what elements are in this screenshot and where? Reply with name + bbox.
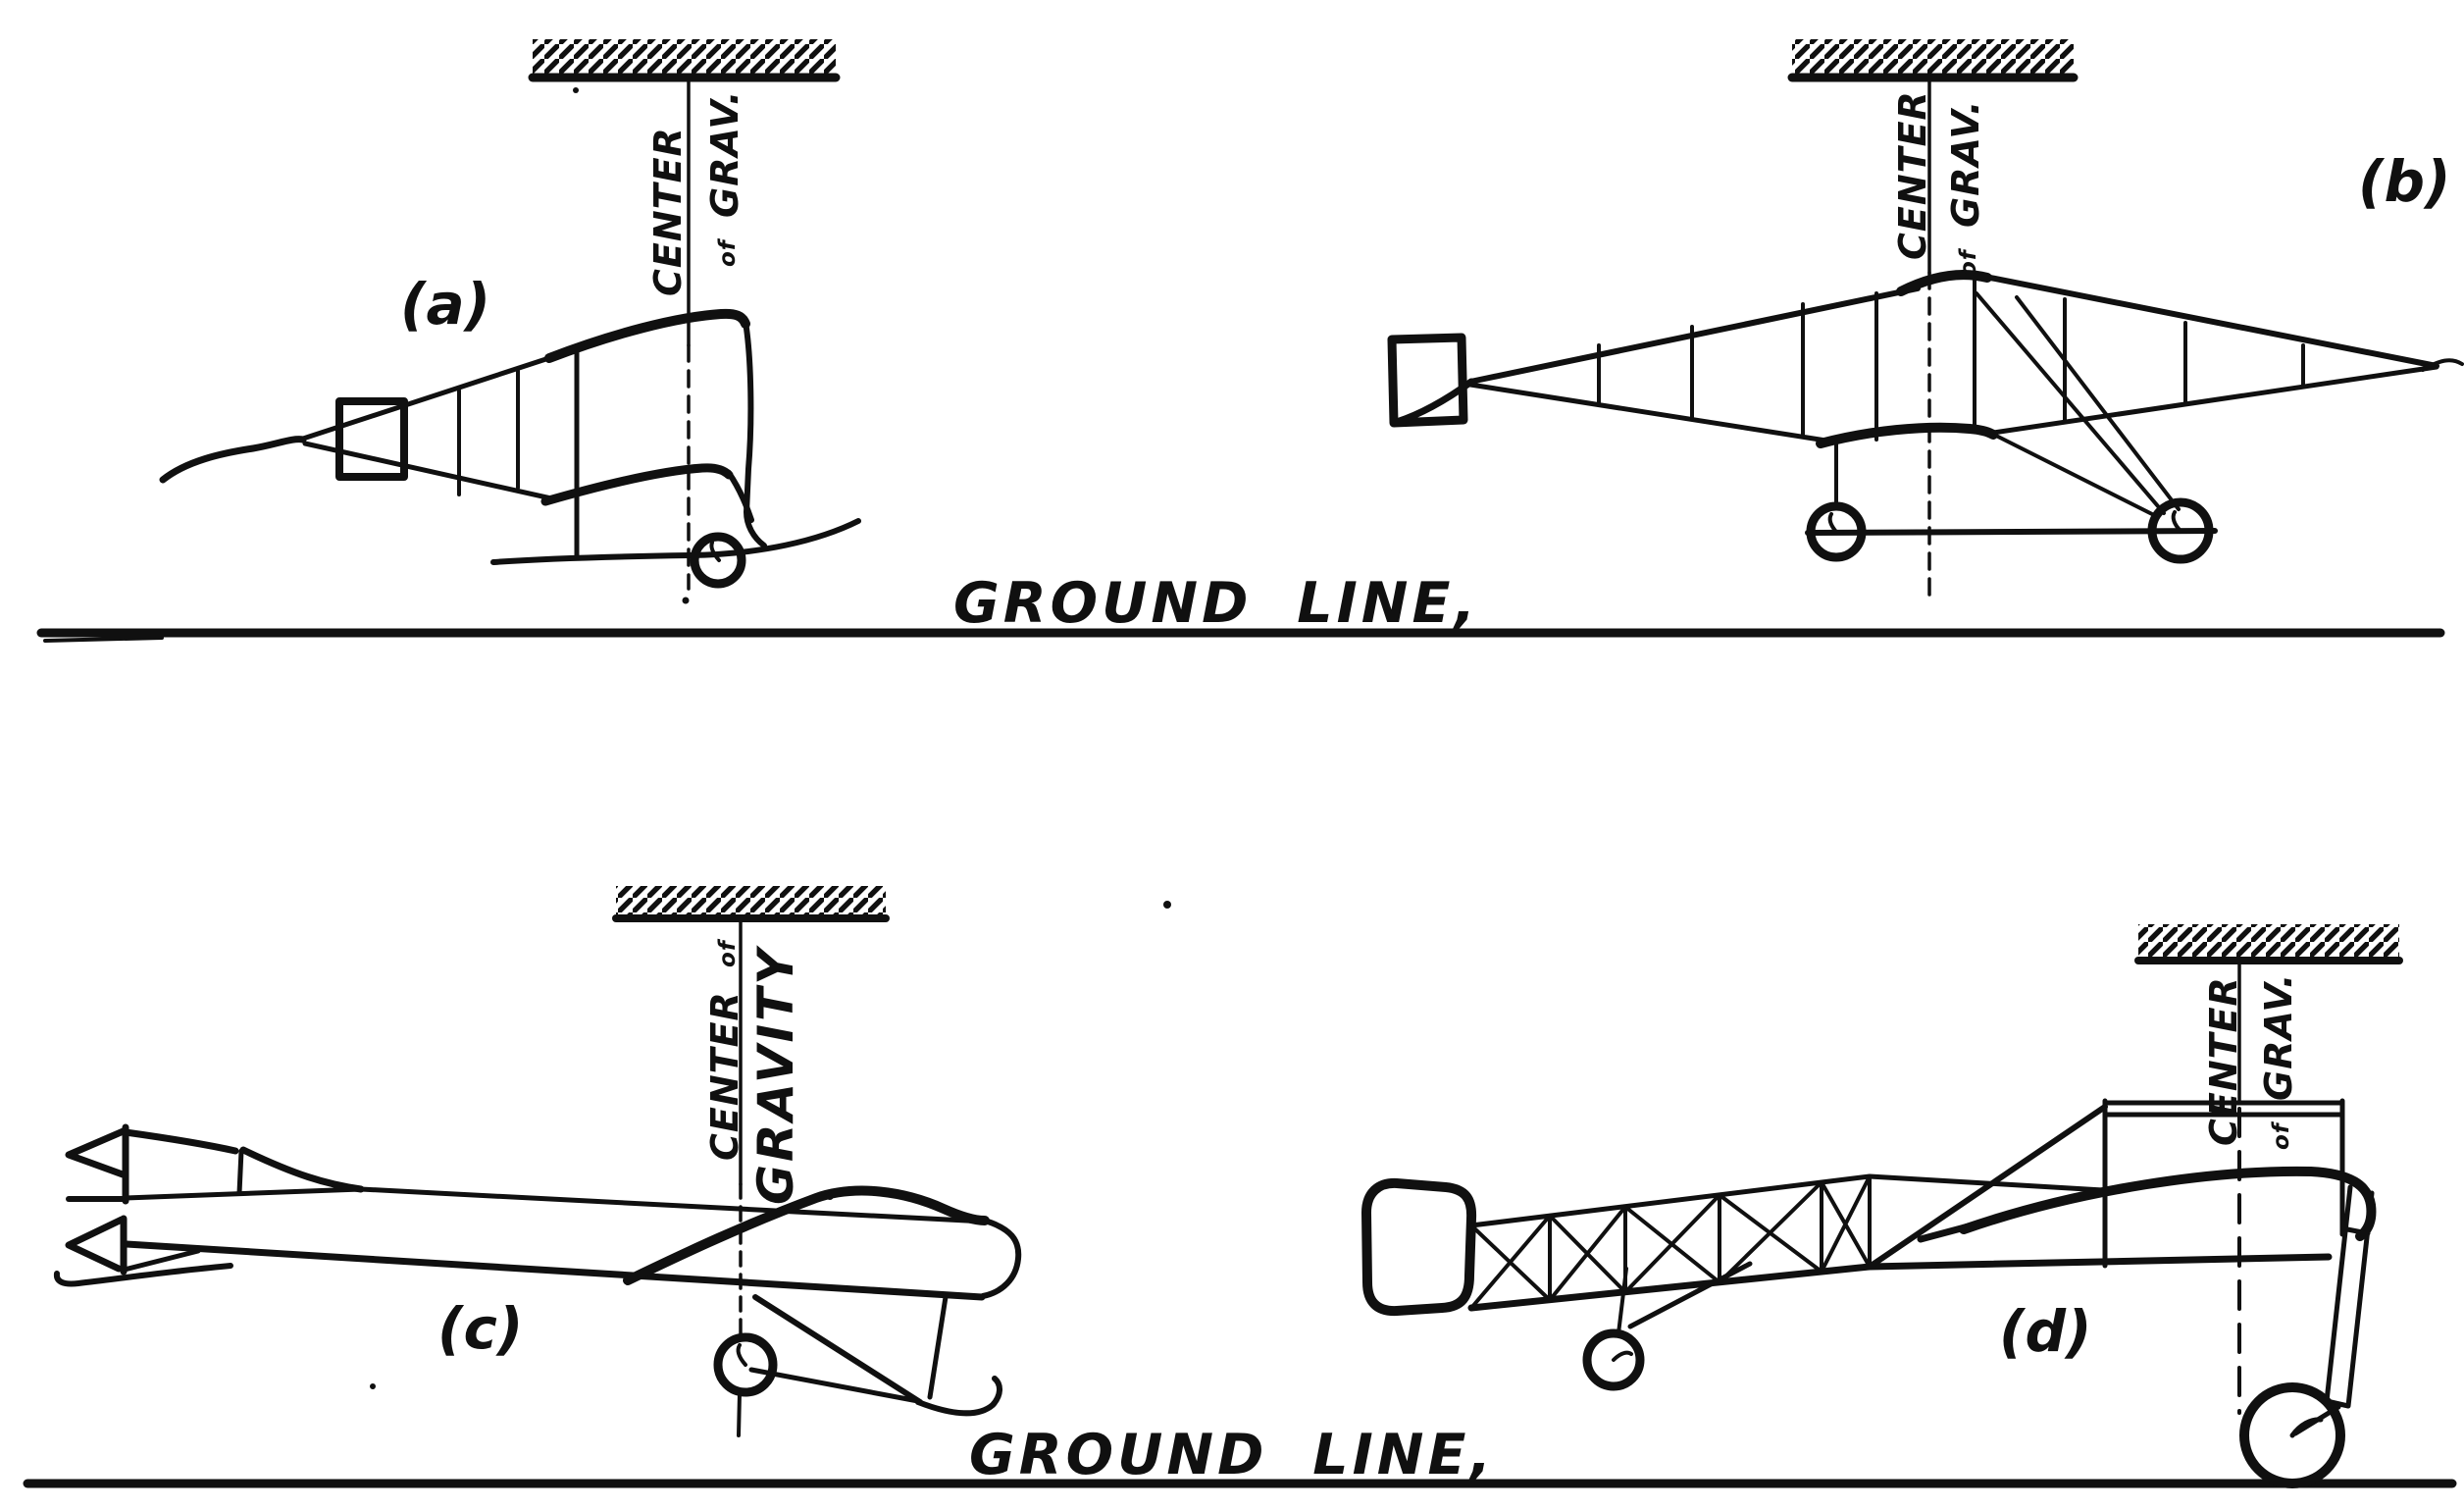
wheel-c	[713, 1332, 778, 1397]
figure-label-a: (a)	[400, 271, 490, 338]
cg-label-b-col2: of GRAV.	[1941, 100, 1987, 277]
nose-blade-d	[2324, 1184, 2375, 1409]
cg-label-d: CENTER of GRAV.	[2202, 973, 2300, 1150]
tail-slab-d	[1361, 1177, 1477, 1317]
aircraft-a-drawing	[159, 87, 861, 589]
cg-label-c-col1: CENTER of	[703, 938, 746, 1161]
wing-c	[623, 1185, 990, 1285]
cg-label-d-col2: of GRAV.	[2254, 973, 2300, 1150]
aircraft-c-drawing	[53, 1123, 1022, 1437]
ceiling-support-a	[528, 39, 841, 82]
cg-label-c: CENTER of GRAVITY	[703, 938, 804, 1205]
axle-b	[1805, 528, 2218, 536]
wing-d	[1959, 1166, 2377, 1241]
tail-box-a	[335, 397, 408, 481]
cg-label-c-col2: GRAVITY	[747, 945, 804, 1205]
cg-label-b: CENTER of GRAV.	[1891, 90, 1987, 277]
ground-line-lower-caption: GROUND LINE,	[969, 1423, 1495, 1487]
aircraft-d-drawing	[1163, 901, 2377, 1488]
figure-label-c: (c)	[437, 1295, 523, 1362]
aircraft-b-drawing	[1387, 270, 2464, 564]
cg-label-d-col1: CENTER	[2202, 976, 2245, 1146]
cg-label-a: CENTER of GRAV.	[646, 90, 746, 296]
ceiling-support-b	[1787, 39, 2079, 82]
small-wheel-d	[1582, 1328, 1645, 1391]
cg-label-b-col1: CENTER	[1891, 90, 1934, 260]
big-wheel-d	[2239, 1382, 2345, 1488]
tail-box-b	[1387, 333, 1468, 428]
ground-line-upper	[36, 628, 2445, 643]
cg-label-a-col1: CENTER	[646, 127, 690, 296]
plumb-line-a	[682, 77, 691, 604]
ceiling-support-d	[2134, 924, 2403, 964]
ceiling-support-c	[612, 886, 890, 922]
rear-wheel-b	[2147, 497, 2214, 564]
cg-label-a-col2: of GRAV.	[700, 90, 746, 267]
nose-c	[980, 1218, 1022, 1299]
wheel-a	[690, 532, 746, 589]
tail-skid-hook-c	[915, 1376, 1002, 1417]
figure-label-d: (d)	[1999, 1298, 2092, 1365]
ground-line-upper-caption: GROUND LINE,	[953, 571, 1479, 636]
skid-a	[490, 518, 861, 565]
front-wheel-b	[1806, 501, 1867, 562]
figure-label-b: (b)	[2358, 148, 2451, 215]
cabane-top-d	[2102, 1100, 2345, 1118]
